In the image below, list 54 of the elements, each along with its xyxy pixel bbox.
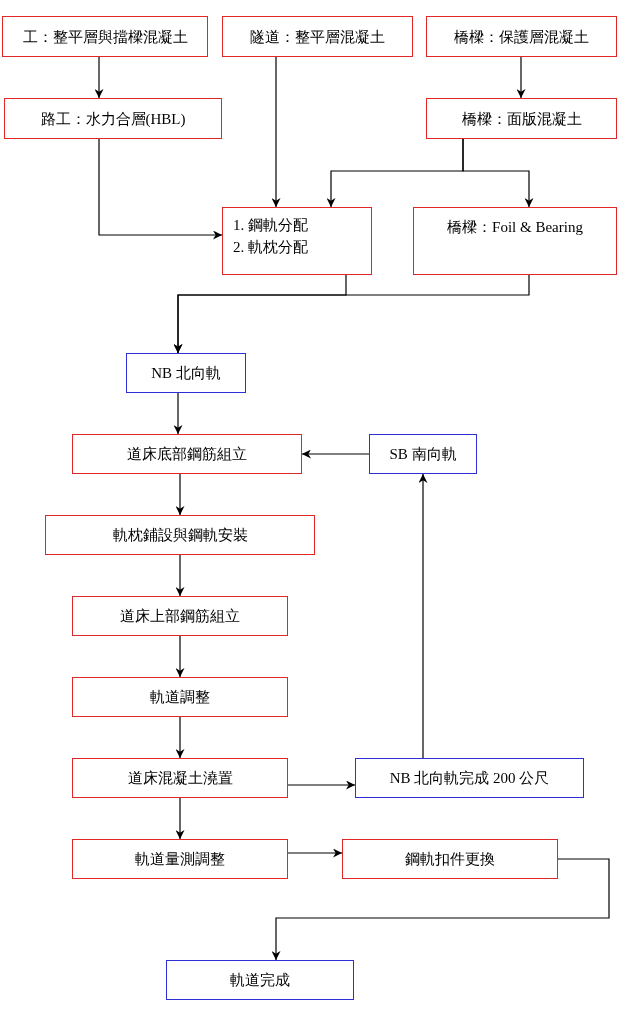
process-box (4, 98, 222, 139)
arrow (287, 848, 343, 858)
process-box (2, 16, 208, 57)
step-text: 軌枕鋪設與鋼軌安裝 (112, 526, 248, 545)
process-box (426, 98, 617, 139)
step-text: NB 北向軌完成 200 公尺 (389, 769, 550, 788)
arrow (175, 554, 185, 597)
arrow (173, 274, 530, 354)
process-box (369, 434, 477, 474)
process-box (342, 839, 558, 879)
process-box (72, 758, 288, 798)
arrow (175, 635, 185, 678)
step-text: 工：整平層與擋樑混凝土 (22, 27, 188, 47)
step-text: 軌道調整 (150, 688, 210, 707)
step-text: 路工：水力合層(HBL) (40, 109, 186, 129)
step-text: 軌道量測調整 (135, 850, 225, 869)
step-text: 軌道完成 (230, 971, 290, 990)
arrow (94, 56, 104, 99)
arrow (98, 138, 223, 240)
step-text: 道床上部鋼筋組立 (120, 607, 240, 626)
step-text: 橋樑：Foil & Bearing (447, 218, 583, 237)
arrow (271, 56, 281, 208)
process-box (413, 207, 617, 275)
arrow (418, 473, 428, 759)
process-box (222, 207, 372, 275)
process-box (45, 515, 315, 555)
process-box (72, 677, 288, 717)
arrow (287, 780, 356, 790)
arrow (175, 797, 185, 840)
process-box (72, 839, 288, 879)
arrow (175, 716, 185, 759)
step-text: 道床底部鋼筋組立 (127, 445, 247, 464)
process-box (426, 16, 617, 57)
process-box (126, 353, 246, 393)
step-text: NB 北向軌 (151, 364, 221, 383)
arrow (516, 56, 526, 99)
arrow (175, 473, 185, 516)
process-box (355, 758, 584, 798)
arrow (301, 449, 370, 459)
step-text: 2. 軌枕分配 (233, 238, 308, 257)
process-box (166, 960, 354, 1000)
step-text: 橋樑：保護層混凝土 (454, 27, 589, 47)
step-text: 隧道：整平層混凝土 (250, 27, 385, 47)
arrow (271, 858, 610, 961)
step-text: 道床混凝土澆置 (127, 769, 233, 788)
step-text: 1. 鋼軌分配 (233, 216, 308, 235)
process-box (72, 434, 302, 474)
step-text: 橋樑：面版混凝土 (461, 109, 582, 129)
process-box (72, 596, 288, 636)
step-text: SB 南向軌 (389, 445, 457, 464)
step-text: 鋼軌扣件更換 (405, 850, 495, 869)
arrow (462, 138, 534, 208)
arrow (173, 392, 183, 435)
process-box (222, 16, 413, 57)
